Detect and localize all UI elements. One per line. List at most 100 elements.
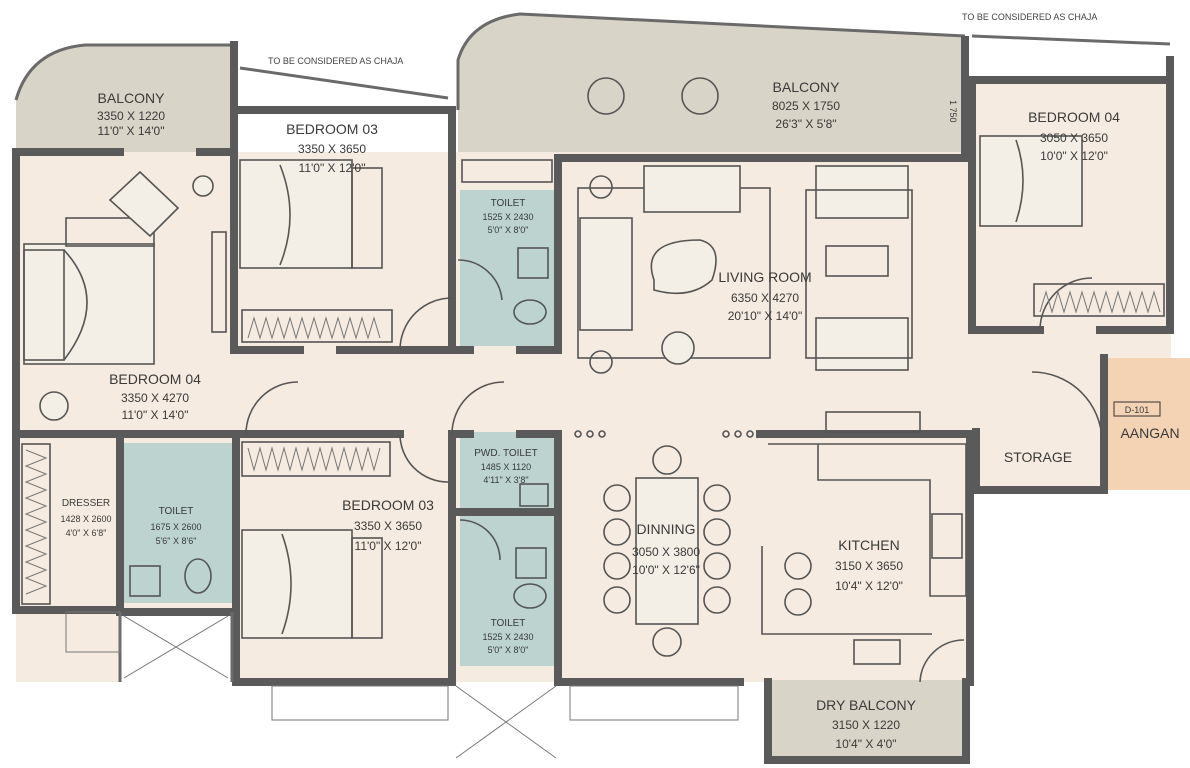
- wardrobe-br04-right-zigzag: [1039, 290, 1161, 314]
- dining-chair-r1: [703, 484, 731, 512]
- wc-bottom: [513, 583, 547, 609]
- basin-bottom: [515, 547, 547, 579]
- basin-left: [129, 565, 161, 597]
- kitchen-counter-lower: [761, 546, 932, 635]
- stool-2: [784, 588, 812, 616]
- dining-chair-top: [652, 445, 682, 475]
- label-toilet-left-mm: 1675 X 2600: [150, 522, 201, 532]
- wardrobe-br03-top-zigzag: [247, 316, 381, 340]
- fridge: [825, 411, 921, 433]
- label-toilet-bottom-name: TOILET: [491, 618, 526, 629]
- chaja-left-bottom: [65, 611, 121, 653]
- aangan-tag-box: [1113, 401, 1161, 417]
- walls: [12, 12, 1174, 764]
- shower-top: [461, 159, 553, 183]
- wc-top: [513, 299, 547, 325]
- wardrobe-br03-top: [241, 309, 393, 343]
- label-aangan: AANGAN: [1120, 425, 1179, 441]
- dining-chair-r3: [703, 552, 731, 580]
- kitchen-counter: [768, 443, 967, 597]
- label-balcony-main-mm: 8025 X 1750: [772, 99, 840, 113]
- pwd-toilet-area: [460, 432, 556, 510]
- label-dry-balcony-mm: 3150 X 1220: [832, 718, 900, 732]
- label-pwd-toilet-name: PWD. TOILET: [474, 448, 538, 459]
- sofa-right-top: [815, 165, 909, 219]
- label-living-room-name: LIVING ROOM: [718, 269, 811, 285]
- balcony-side-dimension: 1 750: [948, 100, 958, 123]
- living-rug-right: [805, 189, 913, 359]
- dining-chair-l3: [603, 552, 631, 580]
- wardrobe-br04-right: [1033, 283, 1165, 317]
- label-kitchen-name: KITCHEN: [838, 537, 899, 553]
- label-toilet-top-ft: 5'0" X 8'0": [488, 225, 529, 235]
- bed-br03-bottom-side: [351, 537, 383, 639]
- label-aangan-tag: D-101: [1125, 405, 1150, 415]
- chaja-note-left: TO BE CONSIDERED AS CHAJA: [268, 56, 403, 66]
- label-dry-balcony-name: DRY BALCONY: [816, 697, 917, 713]
- doors: [245, 259, 1103, 683]
- plant-2: [589, 350, 613, 374]
- bed-left-pillow-area: [23, 249, 65, 361]
- toilet-bottom-area: [460, 516, 556, 666]
- label-balcony-main-name: BALCONY: [773, 79, 841, 95]
- label-bedroom03-top-mm: 3350 X 3650: [298, 142, 366, 156]
- floor-fills: [16, 14, 1190, 762]
- hob: [931, 513, 963, 559]
- label-dinning-mm: 3050 X 3800: [632, 545, 700, 559]
- side-table-left: [192, 175, 214, 197]
- label-bedroom04-right-mm: 3050 X 3650: [1040, 131, 1108, 145]
- label-balcony-left-mm: 3350 X 1220: [97, 109, 165, 123]
- label-dry-balcony-ft: 10'4" X 4'0": [835, 737, 896, 751]
- label-bedroom03-top-ft: 11'0" X 12'0": [299, 161, 366, 175]
- door-bedroom03-top: [399, 297, 453, 351]
- label-dresser-name: DRESSER: [62, 498, 110, 509]
- round-table-left: [39, 391, 69, 421]
- sofa-living-left: [579, 217, 633, 331]
- kitchen-sink: [853, 639, 901, 665]
- label-toilet-top-name: TOILET: [491, 198, 526, 209]
- lounge-chair: [661, 331, 695, 365]
- bed-br03-bottom-sheet: [281, 533, 292, 635]
- dry-balcony-area: [768, 680, 966, 760]
- label-bedroom03-bottom-ft: 11'0" X 12'0": [355, 539, 422, 553]
- chaja-bottom-dining: [569, 685, 739, 721]
- balcony-chair-1: [587, 77, 625, 115]
- dining-table: [635, 477, 699, 625]
- label-bedroom04-left-mm: 3350 X 4270: [121, 391, 189, 405]
- bed-br03-top-side: [351, 167, 383, 269]
- tv-unit-left: [211, 231, 227, 333]
- sofa-right-bottom: [815, 317, 909, 371]
- bed-left-sheet: [63, 249, 88, 361]
- label-pwd-toilet-mm: 1485 X 1120: [481, 462, 531, 472]
- dresser-zigzag: [24, 449, 48, 595]
- label-bedroom04-left-name: BEDROOM 04: [109, 371, 201, 387]
- chaja-bottom-bedroom: [271, 685, 449, 721]
- labels: TO BE CONSIDERED AS CHAJA TO BE CONSIDER…: [60, 12, 1179, 751]
- wardrobe-br03-bottom-zigzag: [247, 446, 381, 472]
- label-dinning-name: DINNING: [636, 521, 695, 537]
- label-pwd-toilet-ft: 4'11" X 3'8": [483, 475, 528, 485]
- bed-br04-right-sheet: [1015, 139, 1024, 223]
- door-living: [451, 381, 505, 435]
- ceiling-lights: [574, 430, 754, 438]
- label-dresser-ft: 4'0" X 6'8": [66, 528, 107, 538]
- label-toilet-bottom-ft: 5'0" X 8'0": [488, 645, 529, 655]
- dining-chair-l1: [603, 484, 631, 512]
- balcony-chair-2: [681, 77, 719, 115]
- label-balcony-main-ft: 26'3" X 5'8": [775, 117, 836, 131]
- label-dresser-mm: 1428 X 2600: [60, 514, 111, 524]
- label-bedroom04-right-name: BEDROOM 04: [1028, 109, 1120, 125]
- door-bedroom04-right: [1039, 277, 1093, 331]
- basin-pwd: [519, 483, 549, 507]
- label-kitchen-ft: 10'4" X 12'0": [835, 579, 903, 593]
- label-living-room-mm: 6350 X 4270: [731, 291, 799, 305]
- bed-left: [23, 243, 155, 365]
- dining-chair-bottom: [652, 627, 682, 657]
- bed-br04-right: [979, 135, 1083, 227]
- bed-br03-top-sheet: [279, 164, 291, 266]
- balcony-left-area: [16, 45, 232, 152]
- label-toilet-left-name: TOILET: [159, 506, 194, 517]
- armchair-left: [108, 170, 180, 238]
- label-living-room-ft: 20'10" X 14'0": [728, 309, 803, 323]
